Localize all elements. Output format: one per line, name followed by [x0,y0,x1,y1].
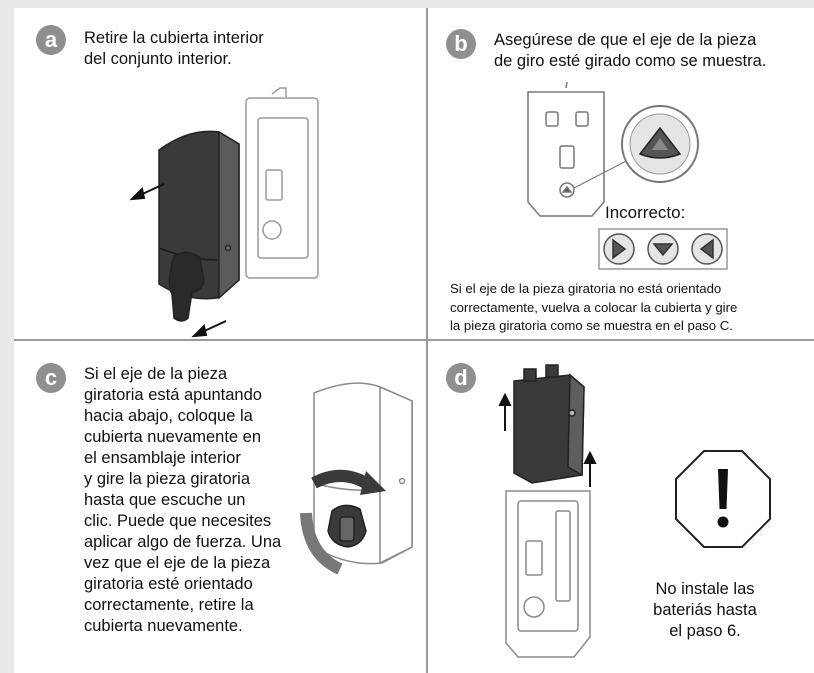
step-d-illustration [498,364,771,658]
warning-line: bateriás hasta [653,601,757,619]
interior-cover [158,130,240,322]
warning-octagon-icon [675,450,771,548]
zoom-leader [573,157,633,189]
step-c-line: cubierta nuevamente en [84,428,262,446]
battery-pack [513,364,585,484]
removal-arrows [129,183,227,338]
step-c-line: cubierta nuevamente. [84,617,243,635]
step-c-illustration [300,382,413,575]
back-plate [527,81,605,217]
step-b-illustration [527,81,728,270]
horizontal-divider [14,339,814,341]
step-a-illustration [129,87,319,338]
step-c-line: Si el eje de la pieza [84,365,228,383]
warning-text: No instale las bateriás hasta el paso 6. [635,579,775,642]
step-c-line: y gire la pieza giratoria [84,470,250,488]
step-b-note-line: la pieza giratoria como se muestra en el… [450,318,733,333]
step-b-badge: b [446,29,476,59]
step-c-line: giratoria está apuntando [84,386,262,404]
step-b-instructions: Asegúrese de que el eje de la pieza de g… [494,30,766,72]
lift-arrows [498,392,597,487]
instruction-sheet: a Retire la cubierta interior del conjun… [14,8,814,673]
step-c-line: hacia abajo, coloque la [84,407,253,425]
step-c-instructions: Si el eje de la pieza giratoria está apu… [84,364,281,637]
turn-piece [327,504,367,548]
step-a-badge: a [36,25,66,55]
step-b-note: Si el eje de la pieza giratoria no está … [450,280,737,336]
interior-assembly [245,87,319,279]
step-c-line: vez que el eje de la pieza [84,554,271,572]
step-a-line: del conjunto interior. [84,50,232,68]
step-d-badge: d [446,363,476,393]
step-b-note-line: Si el eje de la pieza giratoria no está … [450,281,722,296]
step-c-line: aplicar algo de fuerza. Una [84,533,282,551]
step-c-line: hasta que escuche un [84,491,246,509]
rotation-arrow [300,469,386,575]
warning-line: el paso 6. [669,622,741,640]
step-c-line: clic. Puede que necesites [84,512,272,530]
step-b-note-line: correctamente, vuelva a colocar la cubie… [450,299,738,315]
warning-line: No instale las [655,580,755,598]
step-a-instructions: Retire la cubierta interior del conjunto… [84,28,264,70]
step-c-line: giratoria esté orientado [84,575,253,593]
step-c-badge: c [36,363,66,393]
incorrect-orientations [598,228,728,270]
step-c-line: el ensamblaje interior [84,449,241,467]
step-a-line: Retire la cubierta interior [84,29,264,47]
incorrect-label: Incorrecto: [605,203,686,222]
step-b-line: Asegúrese de que el eje de la pieza [494,31,757,49]
step-b-line: de giro esté girado como se muestra. [494,52,767,70]
step-c-line: correctamente, retire la [84,596,254,614]
interior-assembly-open [505,490,591,658]
correct-orientation-zoom [621,105,699,183]
